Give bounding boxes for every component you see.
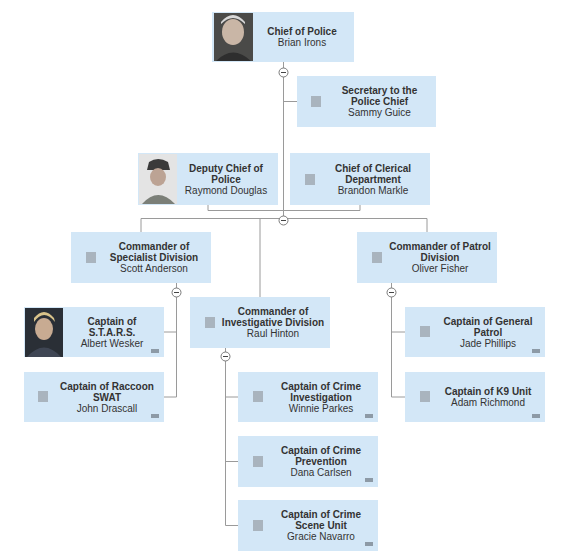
connector-line [284,62,298,102]
org-connector [284,62,298,102]
org-box: Captain of S.T.A.R.S.Albert Wesker [24,307,164,357]
person-name: Sammy Guice [348,107,411,118]
position-title: Chief of Clerical Department [320,163,426,185]
org-box: Captain of General PatrolJade Phillips [405,307,545,357]
position-title: Captain of Crime Investigation [268,381,374,403]
org-connector [164,283,177,332]
position-title: Captain of Raccoon SWAT [54,381,160,403]
avatar-icon [38,96,430,531]
org-box: Captain of Raccoon SWATJohn Drascall [24,372,164,422]
connector-line [226,348,239,397]
org-connector [226,348,239,462]
person-name: Albert Wesker [81,338,144,349]
person-name: Dana Carlsen [290,467,351,478]
org-box: Commander of Patrol DivisionOliver Fishe… [357,232,497,283]
photo [139,154,177,204]
org-connector [392,283,406,332]
position-title: Secretary to the Police Chief [327,85,432,107]
position-title: Chief of Police [267,26,336,37]
org-connector [226,348,239,397]
person-name: Brandon Markle [338,185,409,196]
person-name: Adam Richmond [451,397,525,408]
org-connector [141,62,284,232]
org-box: Commander of Specialist DivisionScott An… [71,232,211,283]
position-title: Commander of Patrol Division [387,241,493,263]
person-name: Winnie Parkes [289,403,353,414]
connector-line [164,283,177,397]
connector-line [392,283,406,397]
connector-line [164,283,177,332]
org-box: Commander of Investigative DivisionRaul … [190,297,330,348]
person-name: Raymond Douglas [185,185,267,196]
position-title: Commander of Investigative Division [220,306,326,328]
person-name: Gracie Navarro [287,531,355,542]
org-box: Captain of Crime InvestigationWinnie Par… [238,372,378,422]
connector-line [392,283,406,332]
org-connector [164,283,177,397]
org-connector [392,283,406,397]
connector-line [141,62,284,232]
person-name: Scott Anderson [120,263,188,274]
org-box: Deputy Chief of PoliceRaymond Douglas [138,153,278,205]
position-title: Captain of Crime Scene Unit [268,509,374,531]
connector-line [226,348,239,526]
minus-sign [174,73,394,357]
org-box: Captain of K9 UnitAdam Richmond [405,372,545,422]
person-name: Jade Phillips [460,338,516,349]
photo [25,308,63,357]
person-name: Oliver Fisher [412,263,469,274]
person-name: John Drascall [77,403,138,414]
org-connector [226,348,239,526]
position-title: Captain of K9 Unit [445,386,532,397]
org-box: Captain of Crime Scene UnitGracie Navarr… [238,500,378,551]
position-title: Captain of Crime Prevention [268,445,374,467]
position-title: Captain of General Patrol [435,316,541,338]
org-box: Chief of PoliceBrian Irons [212,12,354,62]
person-name: Raul Hinton [247,328,299,339]
photo [214,13,253,61]
org-box: Secretary to the Police ChiefSammy Guice [297,76,436,127]
collapse-button [172,68,396,361]
connector-line [226,348,239,462]
position-title: Deputy Chief of Police [178,163,274,185]
org-box: Chief of Clerical DepartmentBrandon Mark… [290,153,430,205]
org-box: Captain of Crime PreventionDana Carlsen [238,436,378,487]
position-title: Commander of Specialist Division [101,241,207,263]
link-icon [151,349,540,546]
person-name: Brian Irons [278,37,326,48]
position-title: Captain of S.T.A.R.S. [64,316,160,338]
